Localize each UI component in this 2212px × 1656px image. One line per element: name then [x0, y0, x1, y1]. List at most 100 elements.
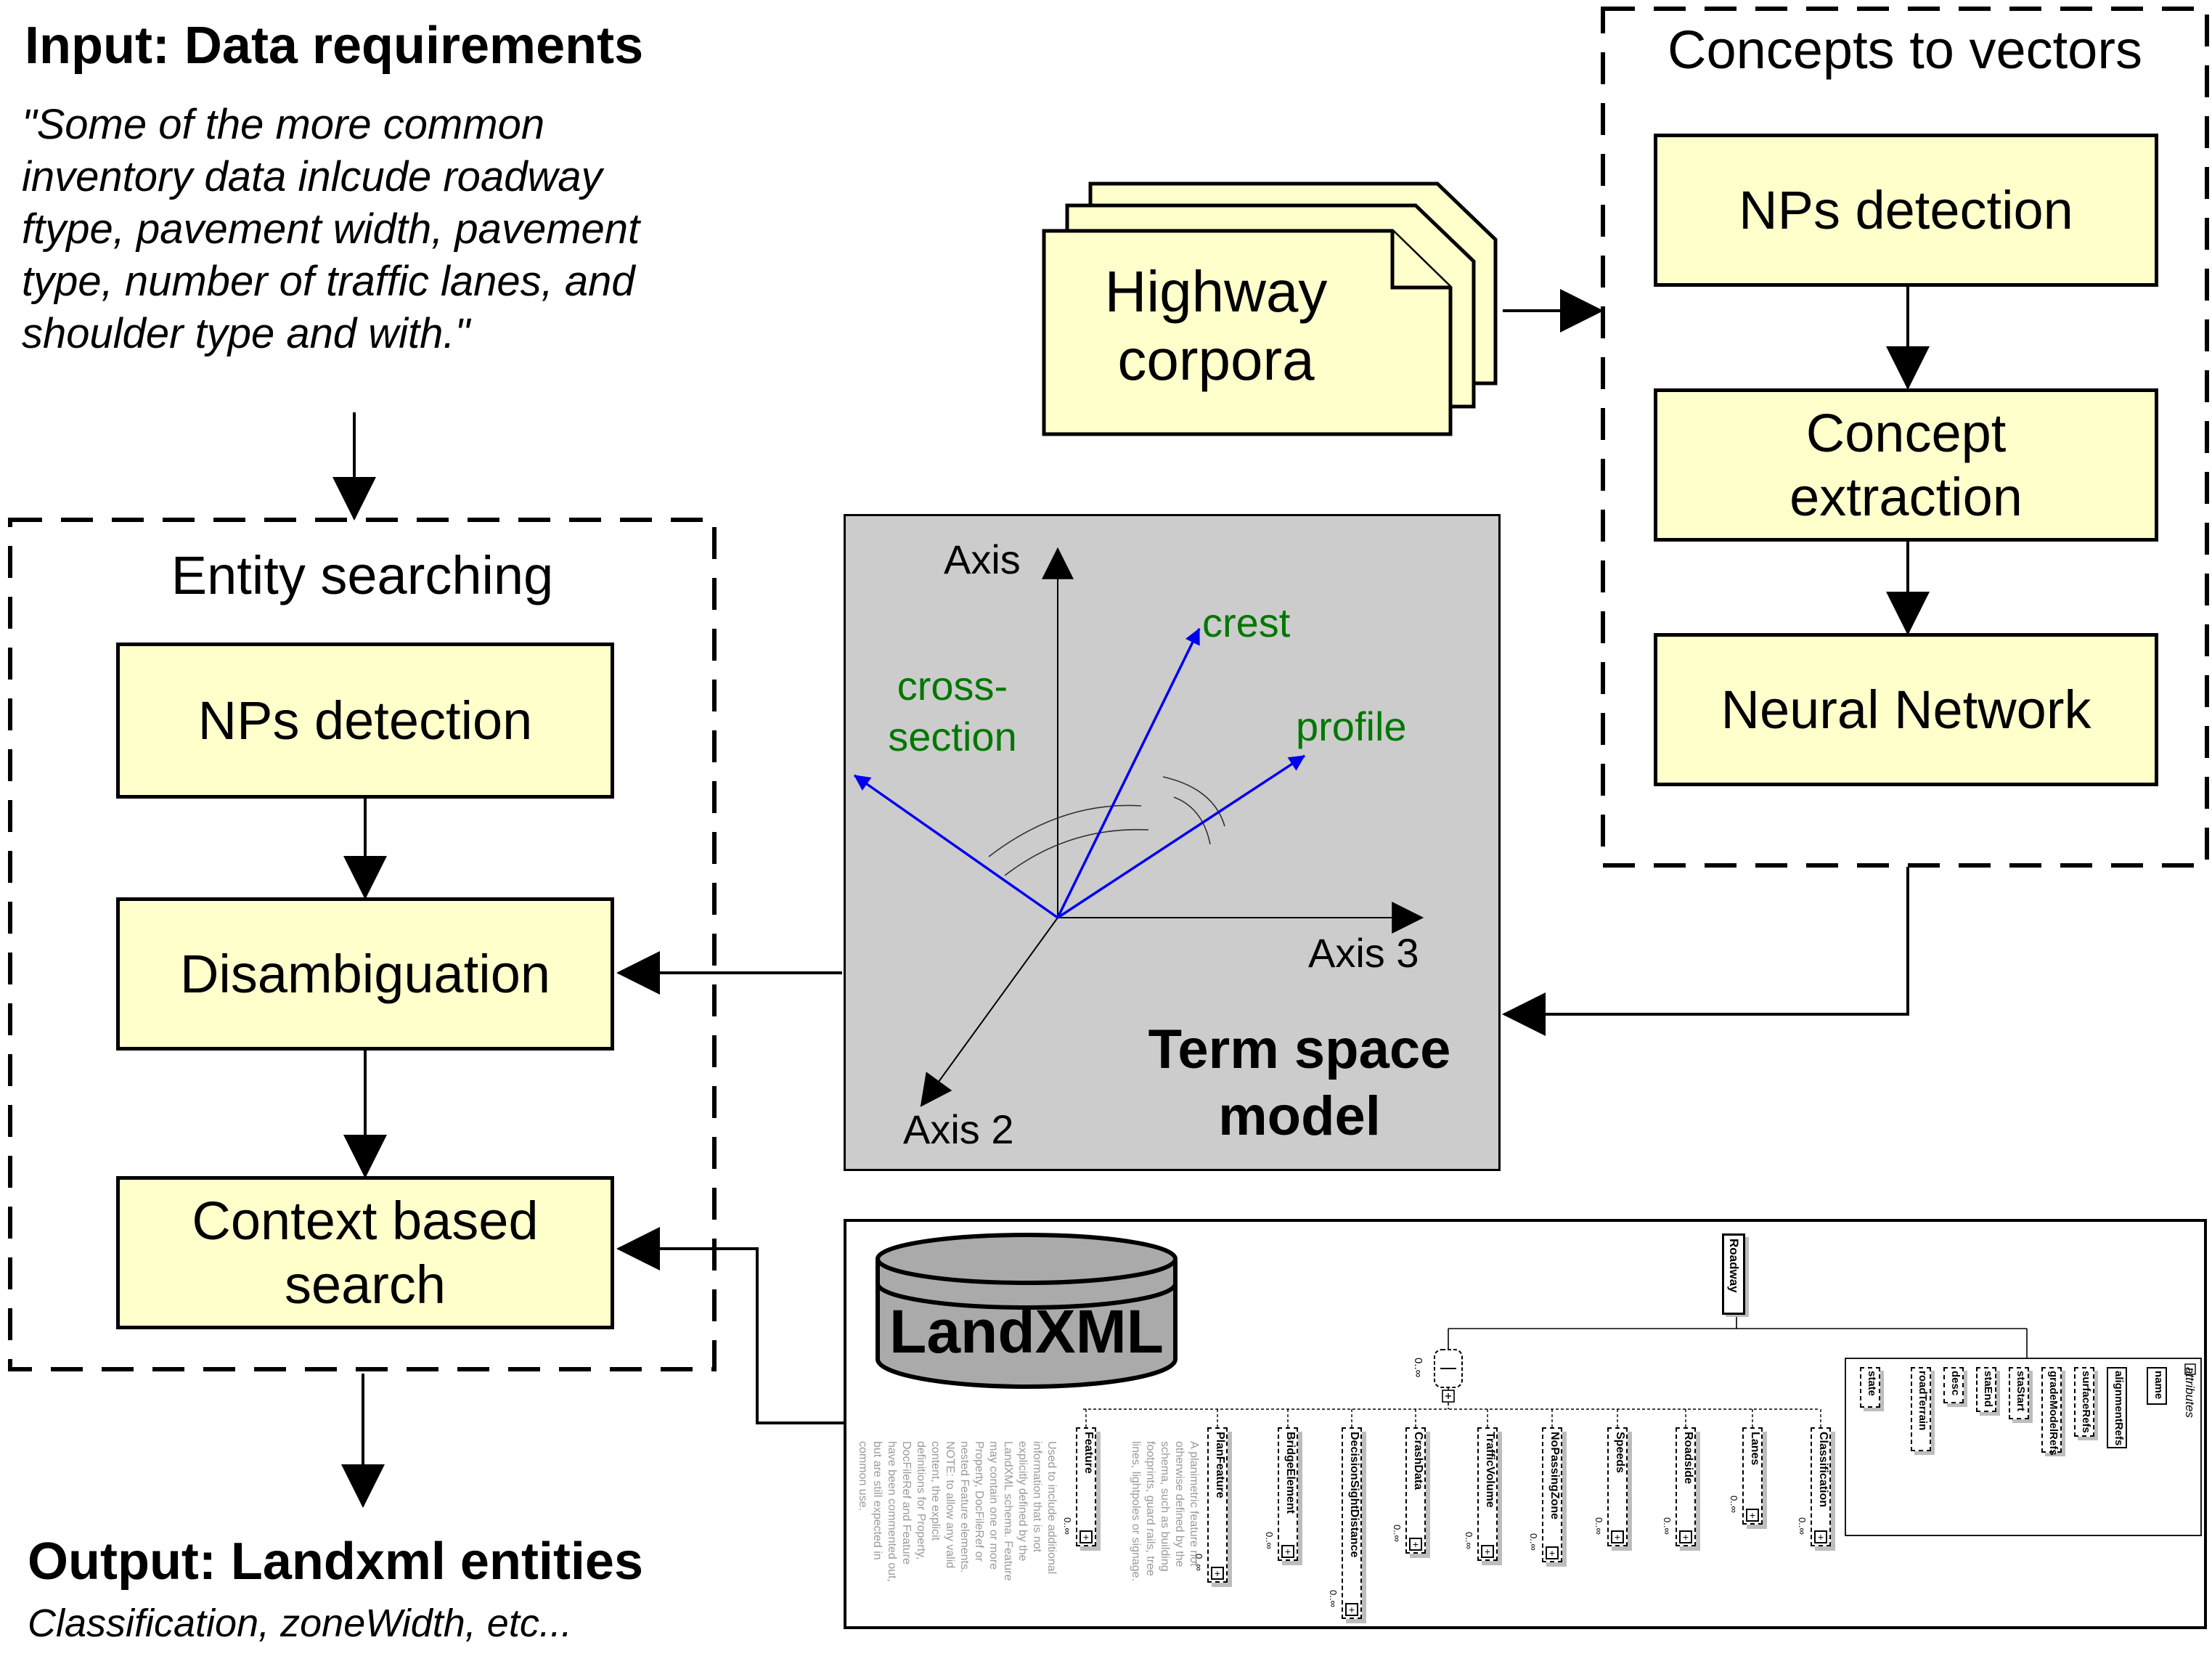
schema-child-box: [1477, 1427, 1498, 1561]
corpora-label: Highway corpora: [1104, 259, 1328, 392]
note-line: NOTE: to allow any valid: [944, 1441, 956, 1569]
child-multiplicity: 0..∞: [1662, 1517, 1673, 1535]
expand-icon[interactable]: +: [1814, 1530, 1827, 1543]
schema-child-label: BridgeElement: [1284, 1432, 1297, 1514]
attribute-box: [2074, 1367, 2094, 1437]
input-quote: "Some of the more common inventory data …: [22, 99, 791, 360]
expand-icon[interactable]: +: [1211, 1567, 1224, 1580]
attributes-frame: [1845, 1358, 2202, 1536]
attribute-label: name: [2152, 1371, 2165, 1400]
schema-child-label: DecisionSightDistance: [1348, 1432, 1360, 1558]
note-line: DocFileRef and Feature: [900, 1441, 913, 1565]
schema-child-label: CrashData: [1412, 1432, 1424, 1490]
axis-label-1: Axis: [944, 537, 1021, 582]
database-icon: [876, 1233, 1178, 1389]
child-multiplicity: 0..∞: [1528, 1533, 1539, 1551]
schema-child-label: Lanes: [1749, 1432, 1761, 1466]
expand-icon[interactable]: +: [1409, 1538, 1422, 1551]
schema-child-box: [1676, 1427, 1696, 1546]
concepts-to-vectors-title: Concepts to vectors: [1668, 20, 2142, 80]
plan-feature-note-text: A planimetric feature not otherwise defi…: [1128, 1441, 1201, 1581]
step-context-search: Context based search: [116, 1176, 614, 1329]
expand-icon[interactable]: +: [1481, 1545, 1494, 1558]
expand-icon[interactable]: +: [1611, 1530, 1624, 1543]
note-line: otherwise defined by the: [1173, 1441, 1185, 1567]
note-line: footprints, guard rails, tree: [1144, 1441, 1156, 1576]
term-space-plot: [853, 547, 1424, 1107]
expand-icon[interactable]: +: [1080, 1530, 1093, 1543]
quote-line: "Some of the more common: [22, 101, 545, 148]
attribute-box: [2009, 1367, 2029, 1419]
schema-child-box: [1405, 1427, 1426, 1554]
schema-child-label: Roadside: [1682, 1432, 1694, 1485]
child-multiplicity: 0..∞: [1593, 1517, 1604, 1535]
document-sheet-front: [1042, 229, 1453, 436]
attribute-box: [1976, 1367, 1996, 1412]
entity-searching-frame: [8, 518, 717, 1371]
attribute-label: surfaceRefs: [2080, 1371, 2092, 1433]
angle-arc: [988, 804, 1142, 857]
note-line: information that is not: [1031, 1441, 1043, 1552]
arrow-landxml-to-context: [616, 1227, 844, 1424]
schema-child-box: [1542, 1427, 1562, 1562]
attribute-box: [2041, 1367, 2062, 1453]
note-line: have been commented out,: [886, 1441, 898, 1582]
vector-label-crest: crest: [1202, 600, 1291, 645]
database-top: [876, 1233, 1178, 1285]
quote-line: type, number of traffic lanes, and: [22, 258, 635, 305]
schema-child-label: Classification: [1817, 1432, 1829, 1508]
attribute-box: [1911, 1367, 1931, 1451]
quote-line: inventory data inlcude roadway: [22, 153, 603, 200]
attribute-label: desc: [1949, 1371, 1962, 1396]
schema-tree-lines: [1083, 1316, 2202, 1536]
vector-label-cross-section: cross-section: [888, 663, 1017, 759]
angle-arc: [1162, 776, 1225, 827]
angle-arc: [1004, 828, 1149, 876]
attributes-label: attributes: [2183, 1367, 2197, 1418]
schema-child-box: [1278, 1427, 1298, 1561]
term-space-title: Term space model: [1148, 1019, 1451, 1147]
quote-line: ftype, pavement width, pavement: [22, 205, 640, 253]
axis-label-3: Axis 3: [1308, 930, 1419, 976]
note-line: LandXML schema. Feature: [1002, 1441, 1014, 1581]
schema-child-label: Speeds: [1614, 1432, 1626, 1473]
document-fold: [1390, 231, 1450, 290]
axis-label-2: Axis 2: [903, 1106, 1014, 1152]
choice-node: [1434, 1349, 1463, 1403]
step-neural-network: Neural Network: [1654, 633, 2158, 786]
note-line: definitions for Property,: [915, 1441, 927, 1560]
schema-child-label: NoPassingZone: [1548, 1432, 1561, 1520]
expand-icon[interactable]: +: [1345, 1603, 1358, 1616]
expand-icon[interactable]: +: [1679, 1530, 1692, 1543]
database-ring: [876, 1283, 1178, 1310]
attribute-label: alignmentRefs: [2113, 1371, 2125, 1446]
expand-icon[interactable]: +: [1546, 1546, 1559, 1559]
attribute-label: gradeModelRefs: [2047, 1371, 2060, 1456]
vector-cross-section: [853, 774, 1059, 919]
output-subtitle: Classification, zoneWidth, etc...: [28, 1602, 572, 1645]
child-multiplicity: 0..∞: [1464, 1532, 1474, 1549]
attribute-box: [1943, 1367, 1964, 1403]
concepts-to-vectors-frame: [1601, 7, 2209, 868]
note-line: but are still expected in: [871, 1441, 883, 1560]
note-line: content, the explicit: [929, 1441, 942, 1541]
child-multiplicity: 0..∞: [1392, 1525, 1403, 1542]
schema-child-box: [1811, 1427, 1831, 1546]
entity-searching-title: Entity searching: [171, 545, 554, 605]
attribute-box: [2147, 1367, 2167, 1405]
schema-child-box: [1342, 1427, 1362, 1619]
step-concept-extraction: Concept extraction: [1654, 388, 2158, 542]
output-heading: Output: Landxml entities: [28, 1533, 644, 1591]
step-np-detection-left: NPs detection: [116, 643, 614, 799]
note-line: Used to include additional: [1045, 1441, 1058, 1575]
child-multiplicity: 0..∞: [1797, 1517, 1808, 1535]
step-disambiguation: Disambiguation: [116, 897, 614, 1051]
input-heading: Input: Data requirements: [25, 17, 644, 75]
expand-icon[interactable]: +: [1746, 1509, 1759, 1522]
schema-child-box: [1076, 1427, 1096, 1546]
attribute-label: roadTerrain: [1917, 1371, 1929, 1431]
expand-icon[interactable]: +: [1281, 1545, 1294, 1558]
note-line: schema, such as building: [1159, 1441, 1171, 1572]
plan-feature-note: A planimetric feature not otherwise defi…: [1121, 1441, 1215, 1586]
note-line: may contain one or more: [987, 1441, 1000, 1570]
